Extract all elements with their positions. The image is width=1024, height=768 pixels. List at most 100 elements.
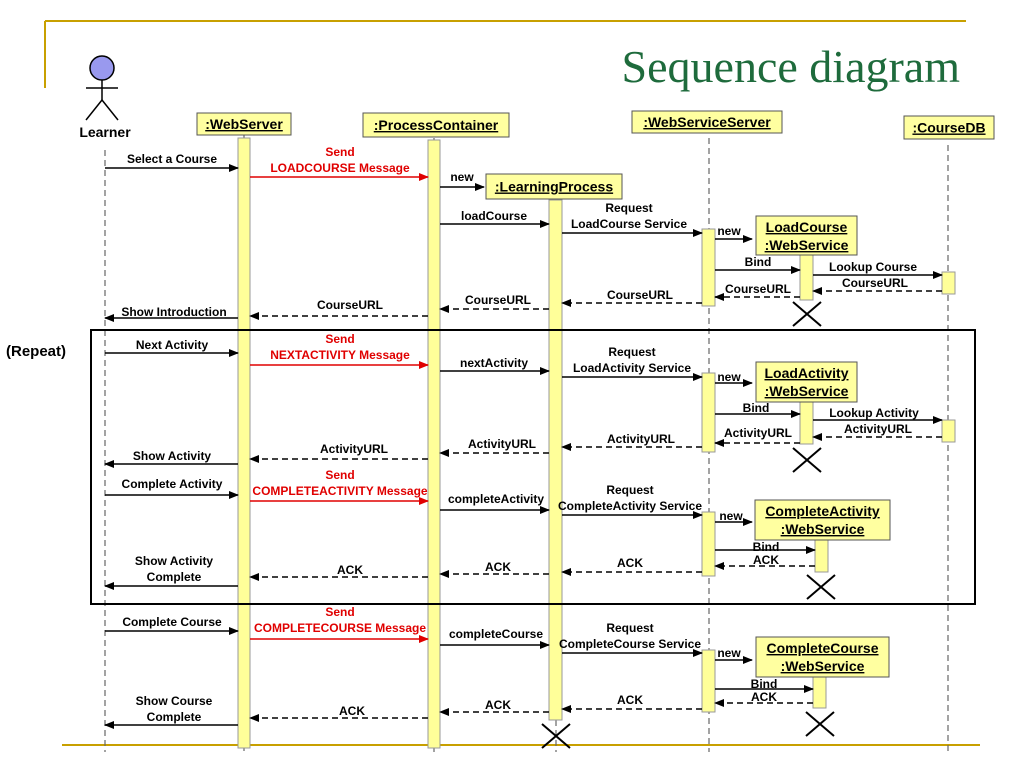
message-label: ActivityURL [724, 426, 792, 440]
message-label: ACK [617, 693, 643, 707]
message-label: ActivityURL [607, 432, 675, 446]
message-label: new [450, 170, 474, 184]
participant-box [903, 115, 995, 140]
created-object-box [754, 499, 891, 541]
participant-box [631, 110, 783, 134]
message-label: nextActivity [460, 356, 528, 370]
activation-bar [701, 649, 716, 713]
message-label: Send [325, 145, 354, 159]
activation-bar [427, 139, 441, 749]
message-label: Lookup Activity [829, 406, 919, 420]
destroy-markers [541, 301, 836, 749]
message-label: Select a Course [127, 152, 217, 166]
activation-bar [237, 137, 251, 749]
participant-label: :WebServiceServer [643, 114, 771, 130]
message-label: new [719, 509, 743, 523]
message-label: COMPLETEACTIVITY Message [252, 484, 427, 498]
created-object-label: LoadActivity [764, 365, 848, 381]
message-label: CourseURL [725, 282, 791, 296]
message-label: ACK [751, 690, 777, 704]
message-label: Complete [147, 570, 202, 584]
message-label: Send [325, 332, 354, 346]
participant-label: :LearningProcess [495, 179, 613, 195]
message-label: ACK [485, 698, 511, 712]
created-object-label: :WebService [765, 383, 849, 399]
message-label: ACK [753, 553, 779, 567]
message-label: CompleteActivity Service [558, 499, 702, 513]
created-object-box [755, 215, 858, 256]
activation-bar [701, 511, 716, 577]
message-label: CourseURL [607, 288, 673, 302]
message-label: NEXTACTIVITY Message [270, 348, 410, 362]
activation-bar [814, 539, 829, 573]
message-label: COMPLETECOURSE Message [254, 621, 426, 635]
activation-bar [941, 419, 956, 443]
message-label: completeCourse [449, 627, 543, 641]
message-label: Complete Activity [122, 477, 223, 491]
message-label: Request [606, 621, 653, 635]
participant-label: :CourseDB [912, 120, 985, 136]
message-label: Complete [147, 710, 202, 724]
message-label: ActivityURL [468, 437, 536, 451]
activation-bar [701, 372, 716, 453]
message-label: ACK [485, 560, 511, 574]
slide-title: Sequence diagram [621, 41, 960, 92]
message-label: Complete Course [122, 615, 222, 629]
message-label: LoadCourse Service [571, 217, 687, 231]
message-label: ActivityURL [844, 422, 912, 436]
message-label: Show Activity [135, 554, 214, 568]
message-label: CourseURL [317, 298, 383, 312]
message-label: completeActivity [448, 492, 544, 506]
message-label: Request [606, 483, 653, 497]
message-label: Show Activity [133, 449, 212, 463]
activation-bar [701, 228, 716, 307]
message-label: Request [605, 201, 652, 215]
message-label: CompleteCourse Service [559, 637, 701, 651]
created-object-label: LoadCourse [766, 219, 848, 235]
message-label: Show Course [136, 694, 213, 708]
message-label: CourseURL [465, 293, 531, 307]
message-label: Send [325, 468, 354, 482]
created-object-label: :WebService [765, 237, 849, 253]
participant-box [362, 112, 510, 138]
actor-label: Learner [79, 124, 131, 140]
repeat-fragment-frame [90, 329, 976, 605]
activation-bar [941, 271, 956, 295]
created-object-label: :WebService [781, 521, 865, 537]
created-object-label: CompleteActivity [765, 503, 880, 519]
message-label: Bind [743, 401, 770, 415]
message-label: Send [325, 605, 354, 619]
destroy-marker [792, 301, 822, 327]
message-label: LOADCOURSE Message [270, 161, 410, 175]
message-label: Bind [753, 540, 780, 554]
message-label: ACK [337, 563, 363, 577]
message-label: Next Activity [136, 338, 209, 352]
message-label: Request [608, 345, 655, 359]
participant-box [196, 112, 292, 136]
participant-label: :ProcessContainer [374, 117, 499, 133]
message-label: new [717, 370, 741, 384]
repeat-fragment: (Repeat) [6, 329, 976, 605]
message-label: loadCourse [461, 209, 527, 223]
message-label: new [717, 224, 741, 238]
participant-label: :WebServer [205, 116, 283, 132]
activation-bar [799, 397, 814, 445]
message-label: Lookup Course [829, 260, 917, 274]
destroy-marker [805, 711, 835, 737]
message-label: CourseURL [842, 276, 908, 290]
repeat-fragment-label: (Repeat) [6, 343, 66, 360]
message-label: Show Introduction [121, 305, 226, 319]
message-label: Bind [751, 677, 778, 691]
created-object-box [755, 636, 890, 678]
destroy-marker [806, 574, 836, 600]
message-label: ACK [339, 704, 365, 718]
participant-box [485, 173, 623, 200]
participant-heads: Learner :WebServer :ProcessContainer :Learn… [79, 55, 995, 678]
message-label: ACK [617, 556, 643, 570]
created-object-label: CompleteCourse [766, 640, 878, 656]
message-label: ActivityURL [320, 442, 388, 456]
actor-leg-right [101, 99, 119, 121]
message-label: LoadActivity Service [573, 361, 691, 375]
